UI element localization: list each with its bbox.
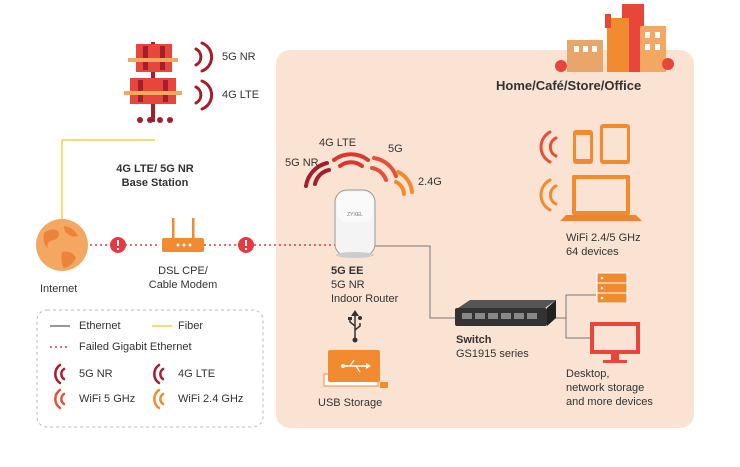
legend-box [36, 309, 264, 428]
wired-devices-line1: Desktop, [566, 368, 610, 380]
tower-5g-nr-label: 5G NR [222, 51, 256, 63]
router-label-line2: 5G NR [331, 279, 365, 291]
fiber-connection [61, 139, 155, 222]
router-label-line3: Indoor Router [331, 293, 399, 305]
modem-label-line2: Cable Modem [148, 279, 218, 291]
switch-label: Switch GS1915 series [456, 333, 529, 361]
tower-4g-lte-signal-icon [194, 79, 214, 111]
router-name: 5G EE [331, 265, 364, 277]
router-wifi-2-4g-signal-icon [394, 170, 414, 196]
switch-device-icon [455, 300, 556, 326]
wired-devices-line2: network storage [566, 382, 645, 394]
router-label: 5G EE 5G NR Indoor Router [331, 264, 398, 306]
router-4g-lte-signal-icon [332, 152, 370, 168]
modem-label-line1: DSL CPE/ [158, 265, 208, 277]
usb-storage-icon [323, 350, 388, 388]
base-station-name-line1: 4G LTE/ 5G NR [116, 163, 194, 175]
legend-5g-nr-icon [54, 363, 66, 385]
legend-wifi-2-4ghz-icon [153, 388, 165, 410]
router-brand-logo: ZYXEL [347, 212, 363, 218]
switch-name: Switch [456, 334, 492, 346]
premises-title: Home/Café/Store/Office [496, 78, 642, 93]
tablet-icon [600, 124, 630, 164]
phone-icon [573, 130, 593, 164]
wifi-2-4ghz-device-signal-icon [539, 178, 558, 212]
ethernet-connections [375, 245, 596, 339]
server-icon [596, 272, 628, 304]
usb-symbol-icon [348, 310, 362, 343]
base-station-label: 4G LTE/ 5G NR Base Station [93, 162, 217, 190]
base-station-icon [124, 42, 182, 123]
wifi-devices-label: WiFi 2.4/5 GHz 64 devices [566, 231, 641, 259]
modem-label: DSL CPE/ Cable Modem [133, 264, 233, 292]
internet-label: Internet [40, 283, 78, 295]
usb-storage-label: USB Storage [318, 397, 383, 409]
router-wifi-5g-signal-icon [370, 156, 398, 182]
wifi-devices-line1: WiFi 2.4/5 GHz [566, 232, 641, 244]
wired-devices-line3: and more devices [566, 396, 653, 408]
legend-4g-lte-icon [153, 363, 165, 385]
legend-wifi-2-4ghz-label: WiFi 2.4 GHz [178, 393, 244, 405]
router-signal-5g-nr-label: 5G NR [285, 157, 319, 169]
modem-icon [162, 218, 204, 252]
wired-devices-label: Desktop, network storage and more device… [566, 367, 653, 409]
wifi-devices-line2: 64 devices [566, 246, 619, 258]
buildings-icon [555, 4, 674, 72]
internet-globe-icon [36, 219, 88, 271]
tower-4g-lte-label: 4G LTE [222, 89, 260, 101]
legend-ethernet-label: Ethernet [79, 320, 121, 332]
wifi-5ghz-device-signal-icon [539, 130, 558, 164]
switch-series: GS1915 series [456, 348, 529, 360]
desktop-monitor-icon [590, 322, 640, 363]
failed-marker-icon [110, 237, 126, 253]
legend-5g-nr-label: 5G NR [79, 368, 113, 380]
router-5g-nr-signal-icon [304, 161, 331, 188]
failed-marker-icon [238, 237, 254, 253]
legend-wifi-5ghz-icon [54, 388, 66, 410]
legend-4g-lte-label: 4G LTE [178, 368, 216, 380]
router-signal-4g-lte-label: 4G LTE [319, 137, 357, 149]
legend-wifi-5ghz-label: WiFi 5 GHz [79, 393, 136, 405]
router-signal-5g-label: 5G [388, 143, 403, 155]
legend-fiber-label: Fiber [178, 320, 204, 332]
tower-5g-nr-signal-icon [194, 41, 214, 73]
base-station-name-line2: Base Station [121, 177, 189, 189]
laptop-icon [560, 175, 642, 221]
legend-failed-label: Failed Gigabit Ethernet [79, 341, 192, 353]
router-signal-2-4g-label: 2.4G [418, 176, 442, 188]
router-device-icon [334, 189, 376, 258]
